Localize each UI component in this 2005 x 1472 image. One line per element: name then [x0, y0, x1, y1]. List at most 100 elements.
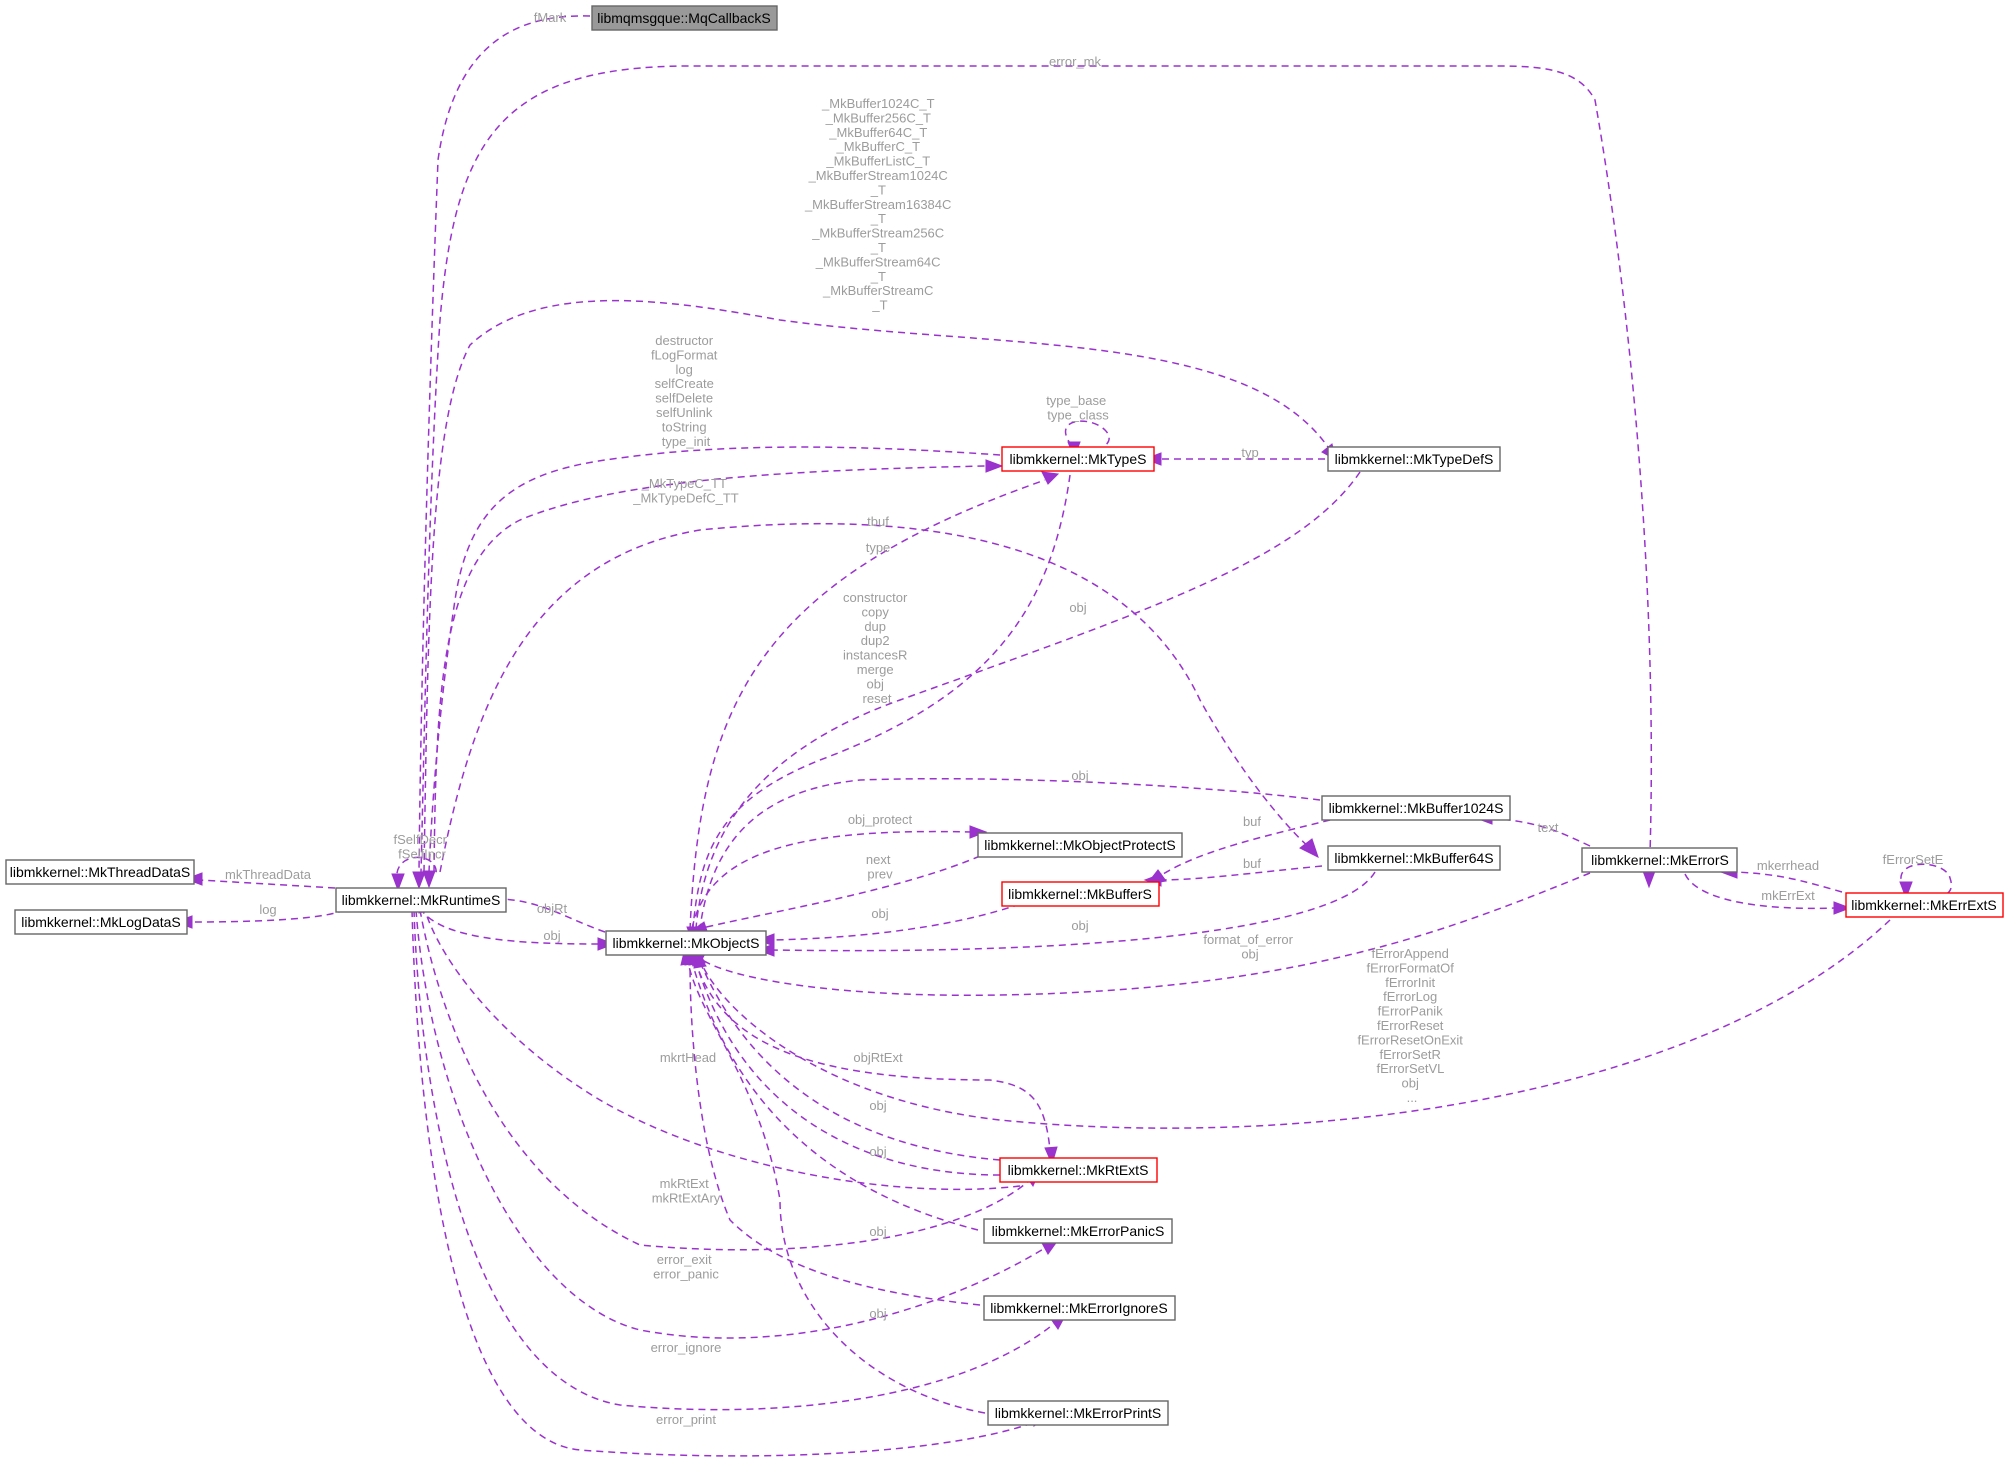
node-box: [591, 5, 778, 31]
arrowhead-tbuf: [1299, 838, 1319, 858]
label-mkerrhead: mkerrhead: [1757, 858, 1819, 873]
label-objrt: objRt: [537, 901, 568, 916]
node-errorprint[interactable]: libmkkernel::MkErrorPrintS: [987, 1400, 1169, 1426]
label-runtime-funcs-line: destructor: [655, 333, 713, 348]
node-label: libmkkernel::MkBuffer64S: [1334, 850, 1493, 866]
node-errorignore[interactable]: libmkkernel::MkErrorIgnoreS: [983, 1295, 1176, 1321]
label-buffer-types-line: _MkBufferC_T: [836, 139, 921, 154]
label-buffer-types-line: _MkBufferStream64C: [815, 254, 941, 269]
label-next-prev-line: next: [866, 852, 891, 867]
label-mkrtext-line: mkRtExtAry: [652, 1190, 721, 1205]
node-label: libmqmsgque::MqCallbackS: [597, 10, 771, 26]
node-buffer[interactable]: libmkkernel::MkBufferS: [1001, 881, 1160, 907]
label-fselfdecr-line: fSelfIncr: [398, 846, 446, 861]
node-errext[interactable]: libmkkernel::MkErrExtS: [1845, 892, 2004, 918]
node-box: [999, 1157, 1158, 1183]
node-object[interactable]: libmkkernel::MkObjectS: [605, 930, 767, 956]
edge-type: [689, 479, 1046, 931]
node-objectprotect[interactable]: libmkkernel::MkObjectProtectS: [977, 832, 1183, 858]
label-fmark: fMark: [534, 10, 567, 25]
node-box: [987, 1400, 1169, 1426]
label-obj-funcs-line: obj: [867, 676, 884, 691]
edge-type-self: [1064, 420, 1110, 451]
arrowhead-error-mk: [1642, 870, 1656, 889]
label-format-of-error-line: format_of_error: [1203, 932, 1293, 947]
node-errorpanic[interactable]: libmkkernel::MkErrorPanicS: [983, 1218, 1173, 1244]
edge-obj-print: [687, 961, 986, 1414]
label-obj-runtime: obj: [543, 928, 560, 943]
label-obj-rtext1: obj: [869, 1098, 886, 1113]
label-obj-protect: obj_protect: [848, 812, 913, 827]
label-errext-funcs-line: fErrorResetOnExit: [1357, 1032, 1463, 1047]
label-mkthreaddata: mkThreadData: [225, 867, 312, 882]
label-buffer-types-line: _MkBuffer1024C_T: [821, 96, 935, 111]
node-box: [335, 887, 507, 913]
label-buffer-types-line: _MkBufferStream256C: [811, 226, 944, 241]
label-buffer-types-line: _MkBufferListC_T: [825, 154, 930, 169]
node-box: [1581, 847, 1738, 873]
label-type-self-line: type_class: [1047, 407, 1109, 422]
node-label: libmkkernel::MkBuffer1024S: [1329, 800, 1504, 816]
edge-obj-runtime: [419, 907, 601, 945]
node-box: [605, 930, 767, 956]
node-label: libmkkernel::MkTypeS: [1010, 451, 1147, 467]
label-runtime-funcs: destructor fLogFormat log selfCreate sel…: [651, 333, 721, 449]
label-buffer-types-line: _T: [870, 240, 886, 255]
nodes: libmqmsgque::MqCallbackS libmkkernel::Mk…: [5, 5, 2004, 1426]
node-box: [1001, 881, 1160, 907]
label-runtime-funcs-line: fLogFormat: [651, 347, 718, 362]
label-mkrthead: mkrtHead: [660, 1050, 716, 1065]
node-box: [1321, 795, 1511, 821]
edge-errext-funcs: [699, 919, 1891, 1129]
label-buf-1024: buf: [1243, 814, 1261, 829]
node-label: libmkkernel::MkErrorPrintS: [995, 1405, 1161, 1421]
label-errext-funcs-line: fErrorPanik: [1378, 1004, 1444, 1019]
edge-obj-panic: [691, 961, 979, 1231]
label-buffer-types-line: _T: [871, 298, 887, 313]
label-type-self: type_base type_class: [1046, 393, 1110, 422]
node-rtext[interactable]: libmkkernel::MkRtExtS: [999, 1157, 1158, 1183]
label-errext-funcs-line: fErrorAppend: [1372, 946, 1449, 961]
label-runtime-funcs-line: toString: [662, 419, 707, 434]
label-format-of-error: format_of_error obj: [1203, 932, 1296, 961]
edge-buf-64: [1159, 865, 1323, 881]
edge-mkrthead: [424, 909, 1021, 1191]
label-errext-funcs-line: obj: [1402, 1076, 1419, 1091]
edge-runtime-funcs: [428, 446, 1001, 873]
edge-error-exit: [415, 909, 1046, 1339]
edge-objrt: [499, 898, 606, 933]
label-obj-funcs-line: constructor: [843, 590, 908, 605]
label-typ: typ: [1241, 445, 1258, 460]
label-mktype-ctt-line: _MkTypeC_TT: [641, 476, 727, 491]
node-box: [1327, 446, 1501, 472]
node-mqcallback[interactable]: libmqmsgque::MqCallbackS: [591, 5, 778, 31]
edge-obj-typedef: [695, 471, 1361, 929]
node-runtime[interactable]: libmkkernel::MkRuntimeS: [335, 887, 507, 913]
node-threaddata[interactable]: libmkkernel::MkThreadDataS: [5, 859, 195, 885]
edge-fmark: [418, 15, 591, 873]
node-buffer64[interactable]: libmkkernel::MkBuffer64S: [1327, 845, 1501, 871]
label-obj-funcs-line: merge: [857, 662, 894, 677]
label-error-exit-line: error_exit: [657, 1252, 712, 1267]
node-error[interactable]: libmkkernel::MkErrorS: [1581, 847, 1738, 873]
node-box: [1001, 446, 1155, 472]
node-typedef[interactable]: libmkkernel::MkTypeDefS: [1327, 446, 1501, 472]
node-box: [5, 859, 195, 885]
label-buffer-types-line: _MkBuffer256C_T: [825, 110, 931, 125]
edge-format-of-error: [699, 872, 1591, 997]
node-buffer1024[interactable]: libmkkernel::MkBuffer1024S: [1321, 795, 1511, 821]
edge-obj-buffer64: [771, 871, 1376, 952]
label-fselfdecr-line: fSelfDecr: [393, 832, 447, 847]
label-error-exit: error_exit error_panic: [653, 1252, 719, 1281]
node-types[interactable]: libmkkernel::MkTypeS: [1001, 446, 1155, 472]
label-obj-funcs-line: instancesR: [843, 648, 907, 663]
node-box: [14, 909, 188, 935]
label-error-ignore: error_ignore: [651, 1340, 722, 1355]
label-obj-buffer64: obj: [1071, 918, 1088, 933]
node-label: libmkkernel::MkErrorIgnoreS: [990, 1300, 1167, 1316]
label-mkrtext: mkRtExt mkRtExtAry: [652, 1176, 721, 1205]
label-errext-funcs-line: fErrorSetR: [1379, 1047, 1440, 1062]
node-logdata[interactable]: libmkkernel::MkLogDataS: [14, 909, 188, 935]
edge-obj-ignore: [689, 961, 981, 1306]
label-error-mk: error_mk: [1049, 54, 1102, 69]
